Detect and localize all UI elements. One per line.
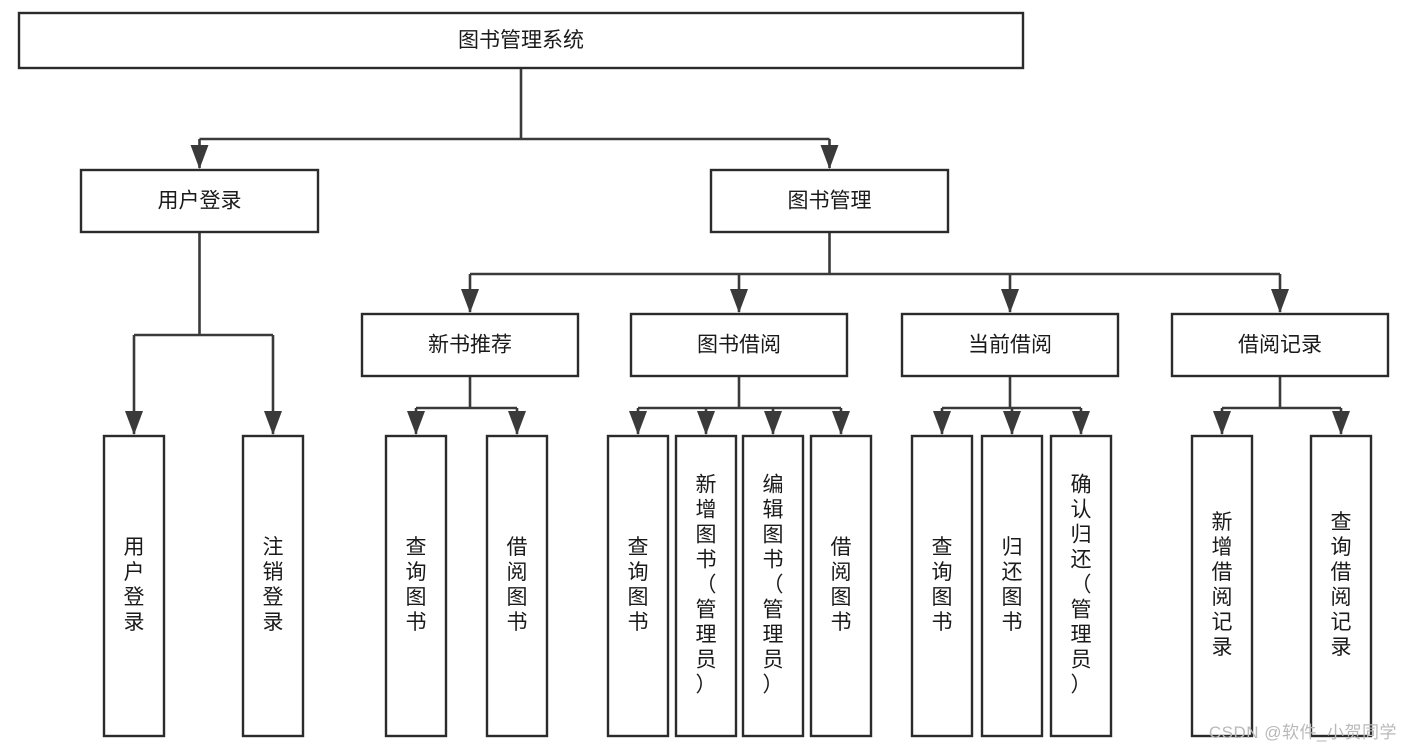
node-label: 查询借阅记录 [1331,511,1352,659]
node-label: 查询图书 [628,536,649,634]
node-box[interactable] [709,168,950,234]
node-leaf-0[interactable]: 用户登录 [102,434,166,738]
node-box[interactable] [17,11,1025,70]
node-box[interactable] [1170,312,1390,378]
arrow-head-icon [730,289,748,313]
arrow-head-icon [1332,411,1350,435]
node-level3-1[interactable]: 图书借阅 [629,312,849,378]
arrow-head-icon [1271,289,1289,313]
node-label: 图书借阅 [697,334,781,357]
node-leaf-9[interactable]: 归还图书 [980,434,1044,738]
node-box[interactable] [241,434,305,738]
node-box[interactable] [485,434,549,738]
node-level3-2[interactable]: 当前借阅 [900,312,1120,378]
node-box[interactable] [360,312,580,378]
node-label: 注销登录 [263,536,284,634]
node-label: 借阅图书 [831,536,852,634]
node-boxes-group: 图书管理系统用户登录图书管理新书推荐图书借阅当前借阅借阅记录用户登录注销登录查询… [17,11,1390,738]
arrow-head-icon [1072,411,1090,435]
node-leaf-12[interactable]: 查询借阅记录 [1309,434,1373,738]
node-box[interactable] [1049,434,1113,738]
node-box[interactable] [980,434,1044,738]
node-leaf-8[interactable]: 查询图书 [910,434,974,738]
node-box[interactable] [809,434,873,738]
node-level2-1[interactable]: 图书管理 [709,168,950,234]
arrow-head-icon [1003,411,1021,435]
node-label: 确认归还（管理员） [1071,473,1092,696]
node-label: 新增借阅记录 [1212,511,1233,659]
node-label: 查询图书 [406,536,427,634]
arrow-head-icon [461,289,479,313]
arrow-head-icon [764,411,782,435]
arrow-head-icon [1001,289,1019,313]
node-root-图书管理系统[interactable]: 图书管理系统 [17,11,1025,70]
node-label: 查询图书 [932,536,953,634]
arrow-head-icon [190,145,209,169]
arrow-head-icon [629,411,647,435]
node-box[interactable] [674,434,738,738]
node-label: 当前借阅 [968,334,1052,357]
node-label: 图书管理 [788,190,872,213]
arrow-head-icon [1213,411,1231,435]
arrow-head-icon [125,411,143,435]
node-box[interactable] [1309,434,1373,738]
node-leaf-6[interactable]: 编辑图书（管理员） [741,434,805,738]
node-leaf-5[interactable]: 新增图书（管理员） [674,434,738,738]
node-label: 借阅图书 [507,536,528,634]
node-box[interactable] [741,434,805,738]
node-leaf-4[interactable]: 查询图书 [606,434,670,738]
node-box[interactable] [384,434,448,738]
node-box[interactable] [79,168,320,234]
node-label: 借阅记录 [1238,334,1322,357]
node-leaf-10[interactable]: 确认归还（管理员） [1049,434,1113,738]
arrow-head-icon [832,411,850,435]
node-label: 用户登录 [124,536,145,634]
node-label: 新增图书（管理员） [696,473,717,696]
node-level3-3[interactable]: 借阅记录 [1170,312,1390,378]
node-label: 用户登录 [158,190,242,213]
node-box[interactable] [629,312,849,378]
node-label: 图书管理系统 [458,29,584,52]
node-box[interactable] [102,434,166,738]
arrow-head-icon [508,411,526,435]
connector-lines-group [125,68,1350,435]
node-label: 编辑图书（管理员） [763,473,784,696]
node-box[interactable] [606,434,670,738]
node-leaf-7[interactable]: 借阅图书 [809,434,873,738]
node-level3-0[interactable]: 新书推荐 [360,312,580,378]
node-label: 新书推荐 [428,334,512,357]
node-box[interactable] [900,312,1120,378]
node-leaf-1[interactable]: 注销登录 [241,434,305,738]
arrow-head-icon [933,411,951,435]
node-leaf-11[interactable]: 新增借阅记录 [1190,434,1254,738]
node-leaf-3[interactable]: 借阅图书 [485,434,549,738]
node-box[interactable] [910,434,974,738]
arrow-head-icon [697,411,715,435]
node-level2-0[interactable]: 用户登录 [79,168,320,234]
arrow-head-icon [820,145,839,169]
node-box[interactable] [1190,434,1254,738]
node-label: 归还图书 [1002,536,1023,634]
arrow-head-icon [264,411,282,435]
arrow-head-icon [407,411,425,435]
node-leaf-2[interactable]: 查询图书 [384,434,448,738]
